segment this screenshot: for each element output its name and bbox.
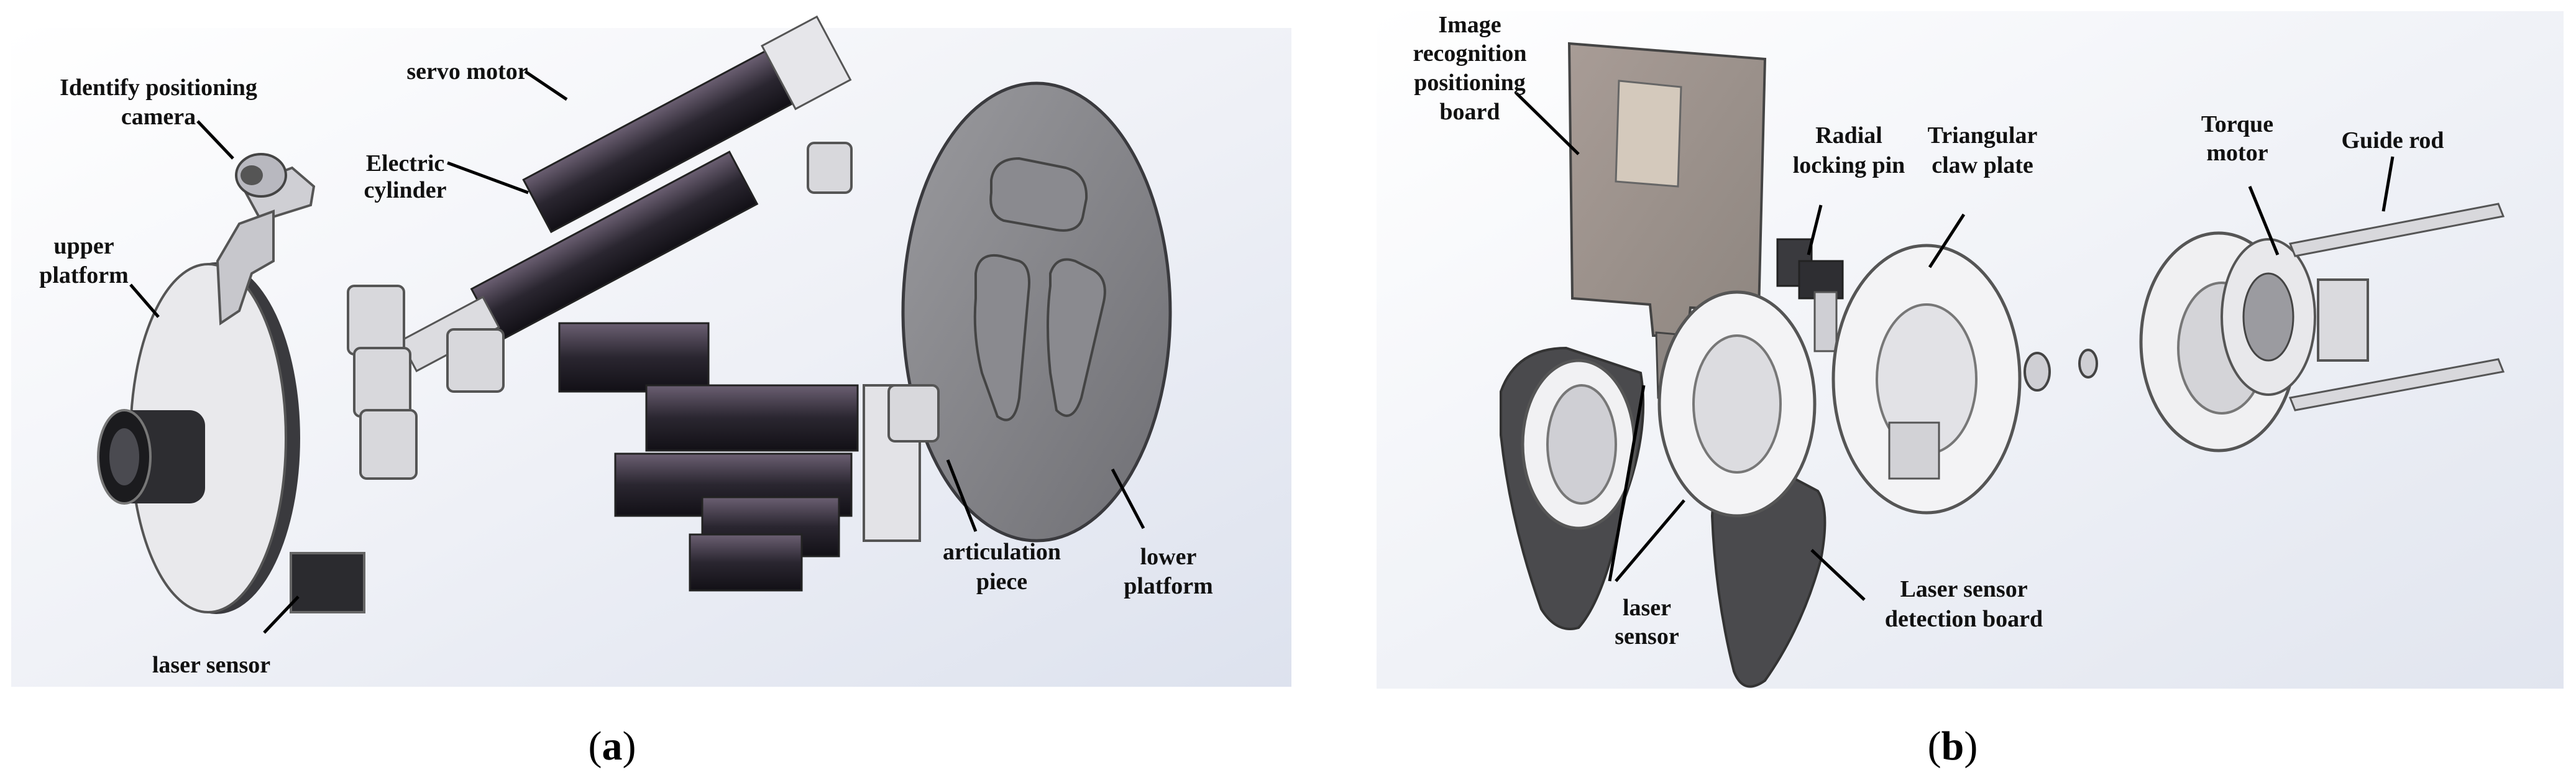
label-torque-motor-line1: Torque bbox=[2201, 111, 2273, 137]
label-upper-platform-line1: upper bbox=[53, 233, 114, 259]
label-electric-cylinder-line1: Electric bbox=[366, 150, 445, 177]
lower-platform-drawing bbox=[901, 81, 1172, 543]
caption-a-open: ( bbox=[589, 723, 602, 769]
sensor-rings-drawing bbox=[1521, 290, 1817, 530]
label-triangular-claw-plate-line2: claw plate bbox=[1932, 152, 2033, 178]
caption-b-close: ) bbox=[1964, 723, 1978, 769]
label-laser-sensor: laser sensor bbox=[152, 652, 270, 678]
triangular-claw-plate-drawing bbox=[1831, 244, 2022, 515]
label-image-recognition-board-line3: positioning bbox=[1414, 70, 1526, 96]
caption-a: (a) bbox=[589, 723, 636, 769]
laser-sensor-drawing bbox=[290, 552, 365, 613]
label-upper-platform-line2: platform bbox=[39, 262, 129, 288]
label-articulation-piece-line1: articulation bbox=[943, 539, 1061, 565]
panel-a-leader-lines bbox=[129, 70, 1145, 634]
panel-b-leader-lines bbox=[1515, 92, 2395, 601]
label-torque-motor-line2: motor bbox=[2206, 140, 2268, 166]
label-guide-rod: Guide rod bbox=[2341, 127, 2444, 154]
panel-b: Image recognition positioning board Radi… bbox=[1377, 11, 2564, 769]
label-servo-motor: servo motor bbox=[406, 58, 528, 85]
label-lower-platform-line1: lower bbox=[1140, 544, 1197, 570]
radial-locking-pin-drawing bbox=[1776, 238, 1844, 352]
caption-b-letter: b bbox=[1941, 723, 1964, 769]
label-triangular-claw-plate-line1: Triangular bbox=[1928, 122, 2038, 149]
label-laser-sensor-detection-board-line1: Laser sensor bbox=[1900, 576, 2027, 602]
upper-platform-drawing bbox=[97, 262, 300, 614]
panel-a: Identify positioning camera servo motor … bbox=[11, 15, 1291, 769]
caption-b: (b) bbox=[1928, 723, 1978, 769]
label-radial-locking-pin-line2: locking pin bbox=[1793, 152, 1905, 178]
washers-drawing bbox=[2024, 349, 2098, 392]
label-image-recognition-board-line4: board bbox=[1439, 99, 1500, 125]
camera-drawing bbox=[216, 153, 316, 326]
label-image-recognition-board-line1: Image bbox=[1438, 12, 1501, 38]
label-electric-cylinder-line2: cylinder bbox=[364, 177, 447, 203]
label-identify-positioning-camera-line2: camera bbox=[121, 104, 196, 130]
label-image-recognition-board-line2: recognition bbox=[1413, 40, 1527, 67]
label-laser-sensor-b-line1: laser bbox=[1623, 595, 1671, 621]
caption-a-close: ) bbox=[623, 723, 636, 769]
label-identify-positioning-camera-line1: Identify positioning bbox=[60, 75, 257, 101]
guide-rods-drawing bbox=[2288, 203, 2505, 411]
label-lower-platform-line2: platform bbox=[1124, 573, 1213, 599]
articulation-joints-drawing bbox=[347, 142, 940, 480]
label-laser-sensor-detection-board-line2: detection board bbox=[1885, 606, 2043, 632]
torque-motor-drawing bbox=[2139, 231, 2369, 452]
label-articulation-piece-line2: piece bbox=[976, 569, 1027, 595]
label-radial-locking-pin-line1: Radial bbox=[1815, 122, 1882, 149]
image-recognition-board-drawing bbox=[1567, 42, 1767, 399]
caption-b-open: ( bbox=[1928, 723, 1941, 769]
label-laser-sensor-b-line2: sensor bbox=[1615, 623, 1679, 649]
electric-cylinders-drawing bbox=[399, 15, 921, 592]
caption-a-letter: a bbox=[602, 723, 623, 769]
